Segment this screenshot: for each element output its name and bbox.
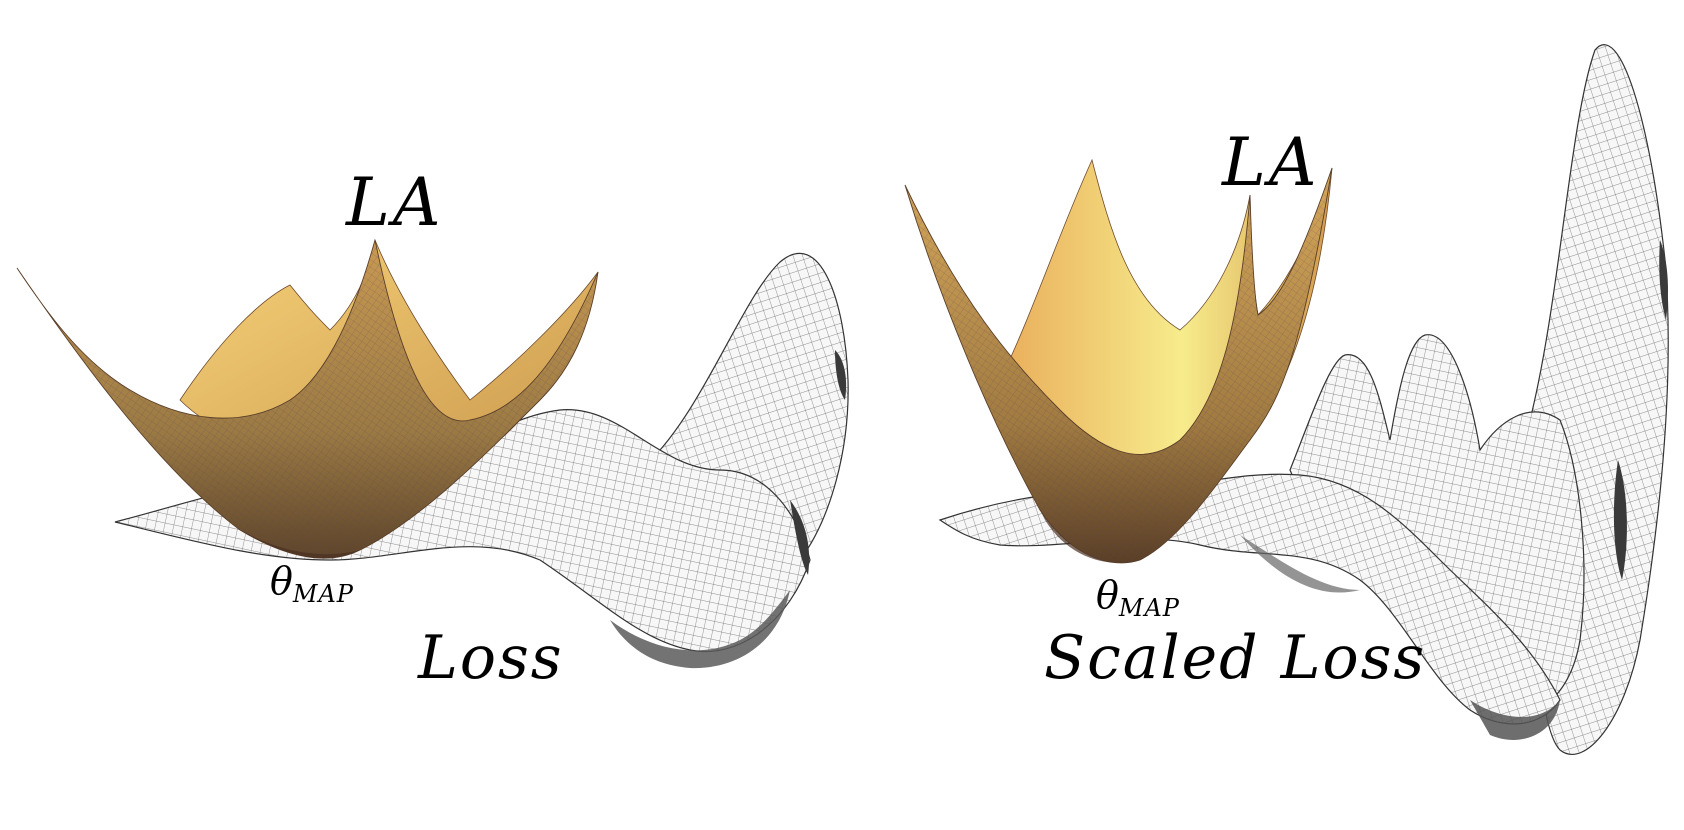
left-mode-symbol: θ (270, 559, 293, 603)
left-mode-label: θMAP (270, 562, 354, 606)
right-surface-label: Scaled Loss (1044, 623, 1427, 693)
right-mode-subscript: MAP (1118, 594, 1180, 622)
right-approx-label: LA (1222, 124, 1320, 201)
left-surface-label: Loss (418, 623, 564, 693)
right-mode-label: θMAP (1096, 576, 1180, 620)
right-mode-symbol: θ (1096, 573, 1119, 617)
right-laplace-surface (904, 158, 1333, 564)
left-laplace-surface (16, 238, 599, 559)
left-loss-surface (114, 252, 849, 669)
left-mode-subscript: MAP (292, 580, 354, 608)
right-loss-surface (938, 44, 1669, 755)
left-approx-label: LA (346, 164, 444, 241)
